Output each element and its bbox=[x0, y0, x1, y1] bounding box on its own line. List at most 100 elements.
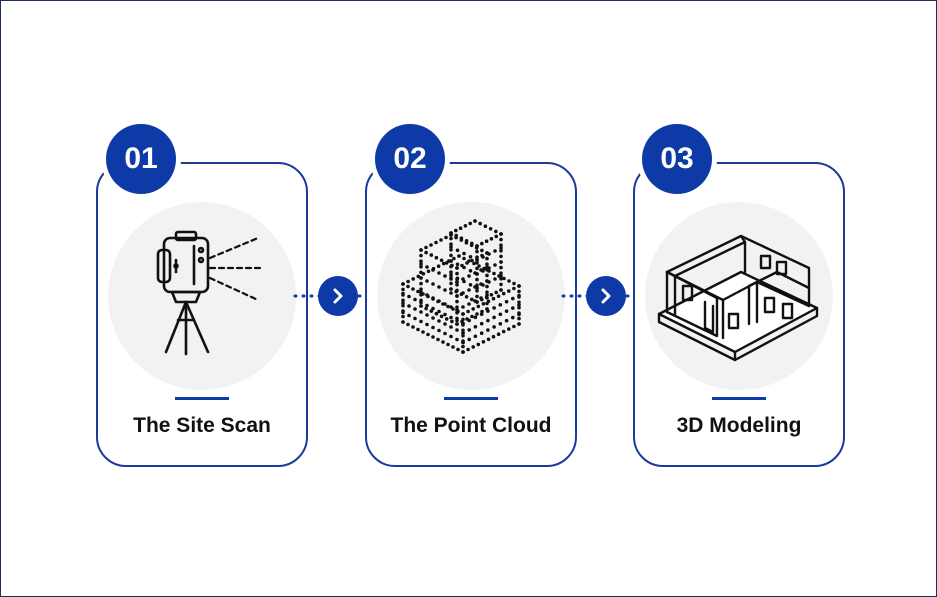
point-cloud-dot bbox=[455, 283, 459, 287]
point-cloud-dot bbox=[464, 295, 469, 299]
point-cloud-dot bbox=[455, 322, 459, 326]
point-cloud-dot bbox=[475, 300, 479, 304]
point-cloud-dot bbox=[429, 243, 433, 247]
point-cloud-dot bbox=[468, 269, 473, 273]
point-cloud-dot bbox=[407, 304, 411, 308]
point-cloud-dot bbox=[419, 287, 423, 291]
point-cloud-dot bbox=[487, 266, 491, 270]
point-cloud-dot bbox=[487, 280, 491, 284]
connector-1-arrow bbox=[318, 276, 358, 316]
point-cloud-dot bbox=[476, 304, 481, 309]
step-3-label: 3D Modeling bbox=[676, 414, 802, 437]
point-cloud-dot bbox=[452, 256, 456, 261]
point-cloud-dot bbox=[499, 274, 503, 278]
point-cloud-dot bbox=[424, 250, 428, 255]
point-cloud-dot bbox=[444, 317, 449, 321]
point-cloud-dot bbox=[449, 231, 453, 235]
point-cloud-dot bbox=[416, 289, 420, 294]
point-cloud-dot bbox=[444, 261, 449, 265]
point-cloud-dot bbox=[416, 274, 421, 279]
point-cloud-dot bbox=[401, 310, 405, 315]
point-cloud-dot bbox=[455, 276, 460, 281]
step-card-3: 3D Modeling bbox=[633, 162, 845, 467]
point-cloud-dot bbox=[498, 312, 503, 317]
point-cloud-dot bbox=[476, 342, 481, 347]
point-cloud-dot bbox=[499, 249, 503, 253]
point-cloud-dot bbox=[434, 240, 438, 245]
point-cloud-dot bbox=[434, 311, 439, 316]
point-cloud-dot bbox=[443, 322, 447, 326]
point-cloud-dot bbox=[449, 273, 453, 277]
step-2-icon-background bbox=[377, 202, 565, 390]
point-cloud-dot bbox=[504, 299, 509, 304]
point-cloud-dot bbox=[511, 296, 515, 301]
point-cloud-dot bbox=[517, 312, 521, 317]
point-cloud-dot bbox=[419, 293, 423, 297]
point-cloud-dot bbox=[481, 255, 485, 259]
point-cloud-dot bbox=[436, 337, 440, 342]
point-cloud-dot bbox=[499, 271, 503, 275]
point-cloud-dot bbox=[501, 291, 506, 296]
3d-floor-model-icon bbox=[657, 234, 819, 362]
point-cloud-dot bbox=[446, 304, 450, 309]
point-cloud-dot bbox=[465, 261, 469, 265]
point-cloud-dot bbox=[483, 224, 488, 228]
point-cloud-dot bbox=[463, 224, 468, 228]
point-cloud-dot bbox=[461, 328, 465, 333]
point-cloud-dot bbox=[425, 313, 429, 317]
point-cloud-dot bbox=[419, 248, 423, 252]
point-cloud-dot bbox=[517, 322, 521, 326]
point-cloud-dot bbox=[473, 325, 478, 329]
point-cloud-building-icon bbox=[401, 219, 521, 354]
point-cloud-dot bbox=[475, 272, 479, 276]
point-cloud-dot bbox=[512, 324, 516, 329]
point-cloud-dot bbox=[441, 340, 445, 344]
point-cloud-dot bbox=[437, 299, 441, 303]
point-cloud-dot bbox=[449, 334, 453, 339]
point-cloud-dot bbox=[416, 327, 420, 332]
point-cloud-dot bbox=[479, 321, 484, 326]
point-cloud-dot bbox=[449, 287, 453, 291]
point-cloud-dot bbox=[449, 315, 453, 320]
point-cloud-dot bbox=[401, 298, 405, 303]
point-cloud-dot bbox=[425, 293, 429, 297]
point-cloud-dot bbox=[406, 322, 410, 327]
point-cloud-dot bbox=[468, 283, 473, 287]
point-cloud-dot bbox=[401, 301, 405, 305]
point-cloud-dot bbox=[475, 266, 479, 271]
point-cloud-dot bbox=[449, 259, 453, 263]
chevron-right-icon bbox=[333, 288, 343, 304]
point-cloud-dot bbox=[462, 251, 466, 256]
point-cloud-dot bbox=[494, 234, 498, 239]
point-cloud-dot bbox=[455, 294, 459, 298]
point-cloud-dot bbox=[413, 297, 417, 302]
point-cloud-dot bbox=[499, 260, 503, 264]
step-2-underline bbox=[444, 397, 498, 400]
point-cloud-dot bbox=[475, 286, 479, 290]
step-2-label: The Point Cloud bbox=[390, 414, 552, 437]
point-cloud-dot bbox=[484, 295, 489, 299]
point-cloud-dot bbox=[406, 284, 410, 289]
point-cloud-dot bbox=[443, 274, 447, 278]
point-cloud-dot bbox=[475, 312, 479, 316]
step-3-number-badge: 03 bbox=[642, 124, 712, 194]
point-cloud-dot bbox=[449, 248, 453, 252]
point-cloud-dot bbox=[426, 332, 430, 337]
point-cloud-dot bbox=[493, 249, 497, 253]
point-cloud-dot bbox=[475, 255, 479, 259]
point-cloud-dot bbox=[507, 289, 511, 293]
point-cloud-dot bbox=[462, 256, 466, 261]
point-cloud-dot bbox=[425, 265, 429, 269]
point-cloud-dot bbox=[498, 303, 503, 307]
point-cloud-dot bbox=[470, 241, 474, 246]
point-cloud-dot bbox=[485, 290, 489, 294]
point-cloud-dot bbox=[512, 281, 516, 286]
point-cloud-dot bbox=[491, 296, 496, 301]
step-1-icon-background bbox=[108, 202, 296, 390]
point-cloud-dot bbox=[494, 229, 498, 234]
point-cloud-dot bbox=[460, 319, 464, 324]
point-cloud-dot bbox=[481, 340, 486, 344]
point-cloud-dot bbox=[493, 277, 497, 281]
point-cloud-dot bbox=[419, 290, 423, 294]
